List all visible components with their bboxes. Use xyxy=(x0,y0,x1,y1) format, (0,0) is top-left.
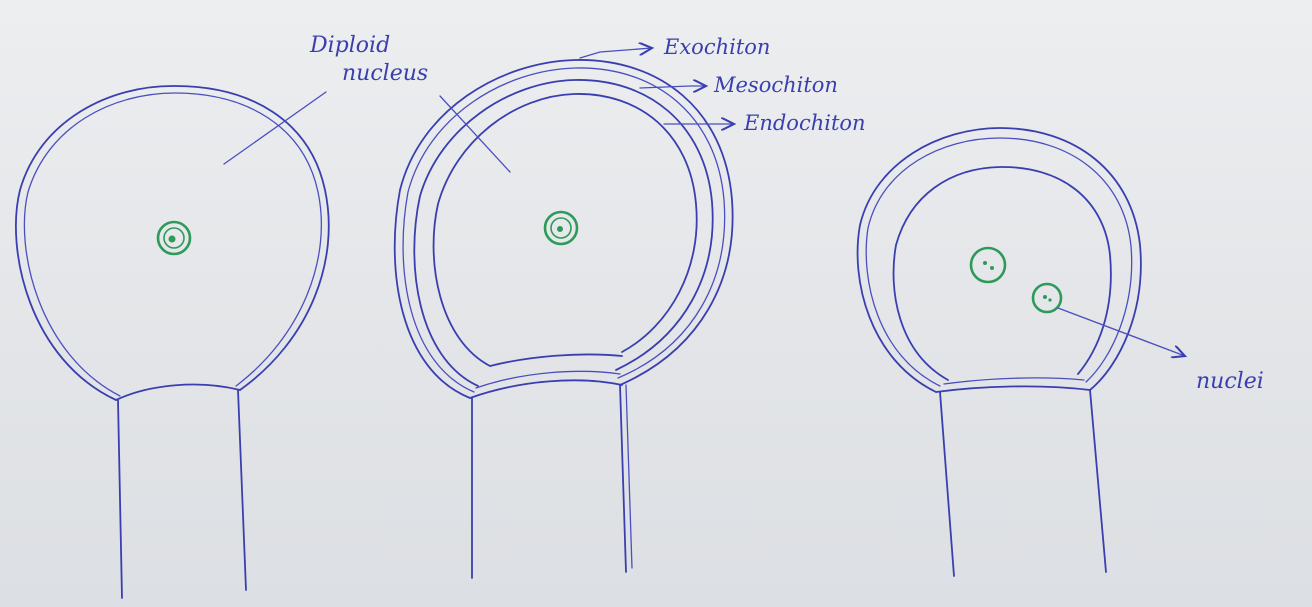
cell-2-stalk-right-b xyxy=(626,385,632,568)
cell-2-endochiton xyxy=(434,94,697,366)
label-endochiton: Endochiton xyxy=(743,111,866,135)
cell-1-stalk-right xyxy=(238,390,246,590)
cell-2-mesochiton xyxy=(414,80,712,386)
cell-3-base-outer xyxy=(936,386,1090,392)
label-nucleus: nucleus xyxy=(342,61,428,86)
cell-3-stalk-left xyxy=(940,392,954,576)
cell-2-exochiton xyxy=(395,60,733,398)
cell-3 xyxy=(858,128,1141,576)
label-mesochiton: Mesochiton xyxy=(713,73,838,97)
cell-2-base-mid xyxy=(476,371,620,388)
cell-2-nucleus xyxy=(545,212,577,244)
cell-1-nucleus xyxy=(158,222,190,254)
cell-2 xyxy=(395,60,733,578)
cell-2-exochiton-inner xyxy=(403,68,725,392)
cell-1 xyxy=(16,86,329,598)
diploid-nucleus-pointer-2 xyxy=(440,96,510,172)
label-exochiton: Exochiton xyxy=(663,35,770,59)
cell-3-nucleus-1 xyxy=(971,248,1005,282)
exochiton-arrow xyxy=(580,48,652,58)
cell-1-wall-inner xyxy=(24,93,321,396)
cell-3-base-inner xyxy=(944,378,1084,384)
label-diploid: Diploid xyxy=(309,33,390,58)
cell-3-nucleus-2 xyxy=(1033,284,1061,312)
cell-2-base-inner xyxy=(490,354,622,366)
cell-1-base xyxy=(116,385,240,400)
cell-2-stalk-right-a xyxy=(620,385,626,572)
cell-3-wall-mid xyxy=(866,138,1131,386)
label-nuclei: nuclei xyxy=(1196,369,1264,394)
cell-1-wall-outer xyxy=(16,86,329,400)
cell-3-stalk-right xyxy=(1090,390,1106,572)
cell-1-stalk-left xyxy=(118,400,122,598)
